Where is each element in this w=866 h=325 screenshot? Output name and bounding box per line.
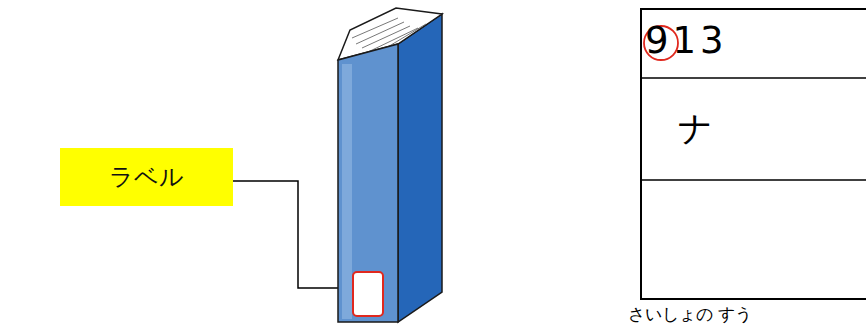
leader-line xyxy=(233,181,353,288)
callout-text: ラベル xyxy=(109,161,184,193)
label-callout-box: ラベル xyxy=(60,148,233,206)
table-row-line xyxy=(641,179,866,181)
caption-note: さいしょの すう xyxy=(628,305,752,324)
spine-label xyxy=(353,272,383,316)
table-cell: ナ xyxy=(678,110,713,147)
book-spine xyxy=(338,44,398,322)
table-row-line xyxy=(641,77,866,79)
spine-highlight xyxy=(342,64,352,319)
book-cover xyxy=(398,14,442,322)
call-number-table xyxy=(641,9,866,299)
table-cell: 913 xyxy=(645,21,728,62)
